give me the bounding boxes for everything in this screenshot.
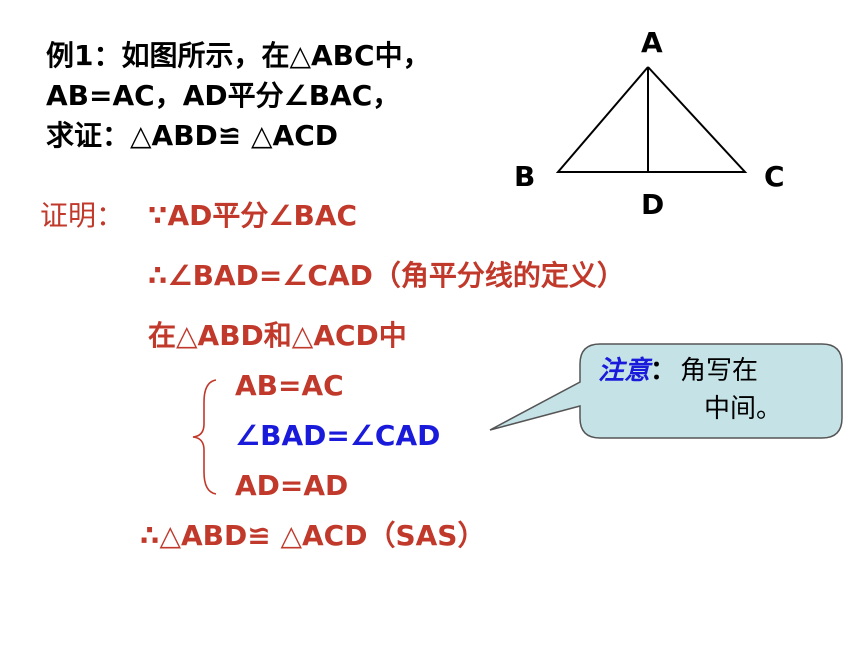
callout-text-1: 角写在: [680, 356, 759, 386]
callout-line-1: 注意：角写在: [598, 354, 758, 388]
callout-label: 注意: [598, 356, 651, 386]
problem-line-1: 例1：如图所示，在△ABC中，: [46, 39, 431, 72]
proof-step-2: ∴∠BAD=∠CAD（角平分线的定义）: [148, 259, 625, 292]
left-brace: [192, 379, 217, 495]
callout-text-2: 中间。: [704, 394, 783, 424]
problem-line-3: 求证：△ABD≌ △ACD: [46, 119, 338, 152]
callout-bubble: [489, 343, 843, 439]
triangle-figure: [555, 66, 748, 173]
vertex-a-label: A: [641, 26, 663, 59]
triangle-abc: [555, 66, 748, 173]
problem-line-2: AB=AC，AD平分∠BAC，: [46, 79, 401, 112]
vertex-b-label: B: [514, 160, 536, 193]
proof-condition-2: ∠BAD=∠CAD: [235, 419, 441, 452]
proof-step-3: 在△ABD和△ACD中: [148, 319, 407, 352]
callout-colon: ：: [650, 356, 677, 386]
proof-condition-1: AB=AC: [235, 369, 344, 402]
proof-heading: 证明：: [40, 199, 125, 232]
proof-condition-3: AD=AD: [235, 469, 349, 502]
vertex-c-label: C: [764, 160, 785, 193]
proof-step-1: ∵AD平分∠BAC: [148, 199, 358, 232]
proof-conclusion: ∴△ABD≌ △ACD（SAS）: [140, 519, 486, 552]
point-d-label: D: [641, 188, 665, 221]
